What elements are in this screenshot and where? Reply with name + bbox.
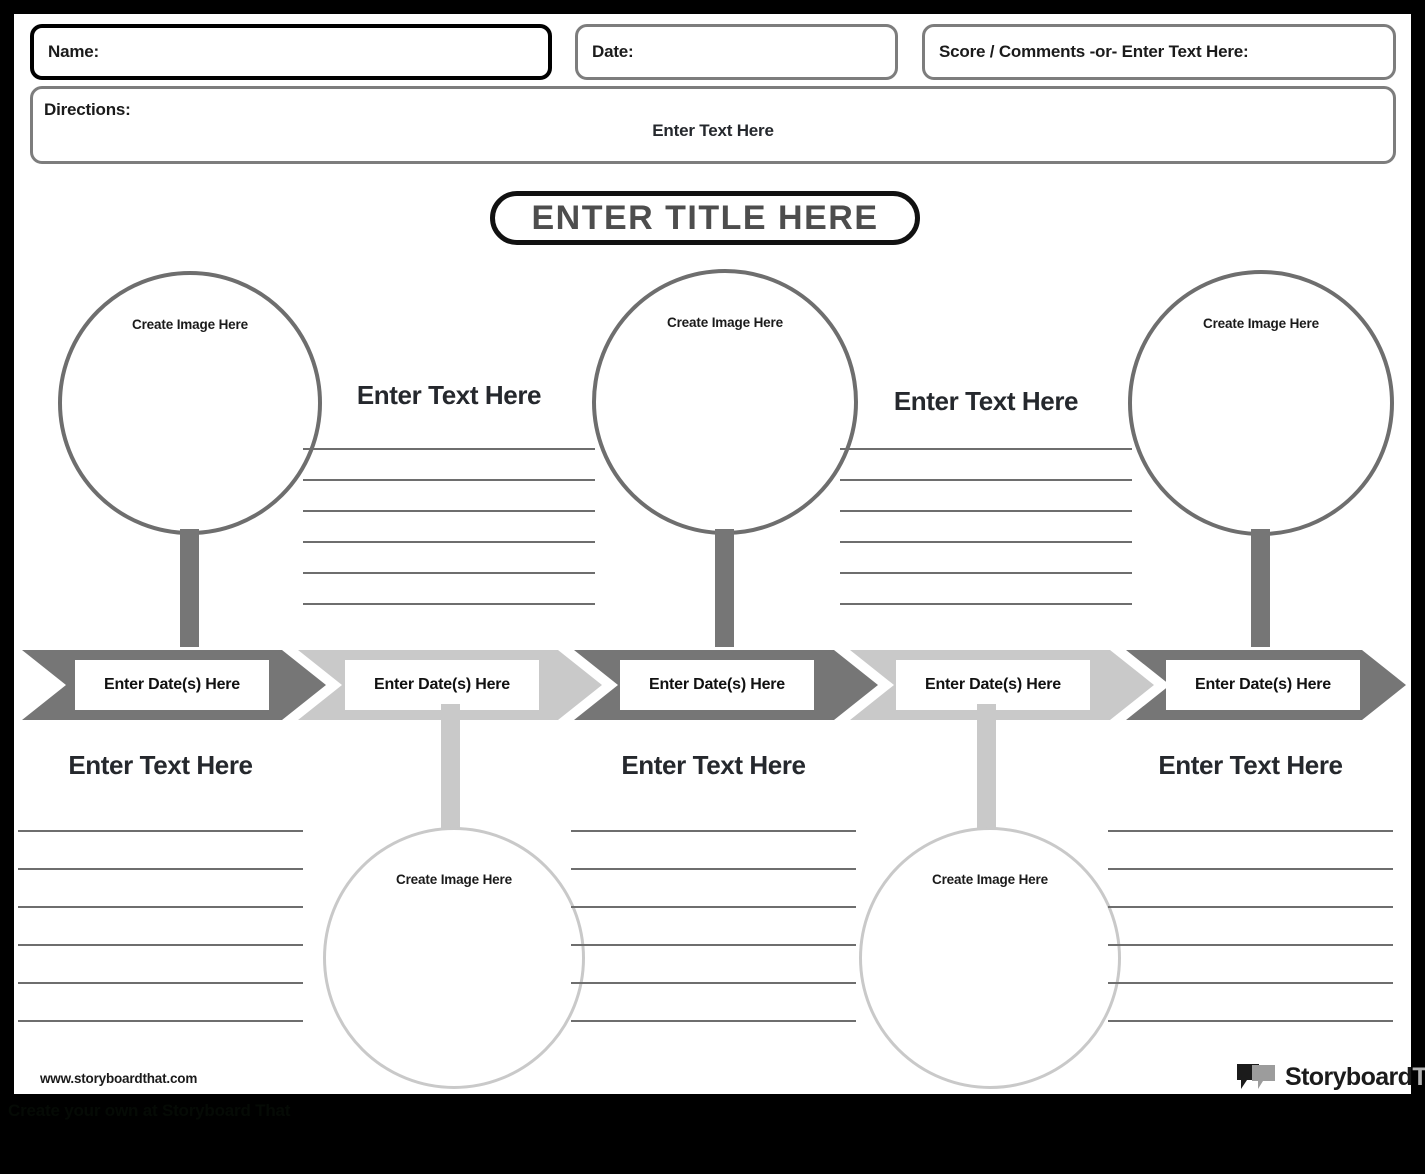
rule-line [1108,868,1393,870]
directions-label: Directions: [44,100,131,119]
date-field[interactable]: Date: [575,24,898,80]
top-circle-1[interactable]: Create Image Here [58,271,322,535]
rule-line [840,510,1132,512]
timeline-date-box-5[interactable]: Enter Date(s) Here [1166,660,1360,710]
rule-line [303,479,595,481]
bottom-textblock-1[interactable]: Enter Text Here [18,750,303,1022]
rule-line [303,572,595,574]
header-fields-row: Name: Date: Score / Comments -or- Enter … [30,24,1396,80]
top-stem-1 [180,529,199,647]
bottom-circle-1[interactable]: Create Image Here [323,827,585,1089]
logo-word-that: That [1412,1062,1425,1091]
rule-line [571,906,856,908]
top-textblock-1-lines [303,448,595,605]
rule-line [303,603,595,605]
bottom-circle-1-caption: Create Image Here [395,872,512,887]
bottom-stem-1 [441,704,460,829]
rule-line [571,944,856,946]
rule-line [840,448,1132,450]
rule-line [303,448,595,450]
top-circle-2-caption: Create Image Here [666,315,783,330]
timeline-band: Enter Date(s) Here Enter Date(s) Here En… [14,642,1411,728]
name-field-label: Name: [48,42,99,61]
rule-line [1108,906,1393,908]
top-textblock-2-lines [840,448,1132,605]
bottom-textblock-2[interactable]: Enter Text Here [571,750,856,1022]
rule-line [840,603,1132,605]
rule-line [571,830,856,832]
footer-url[interactable]: www.storyboardthat.com [40,1071,198,1086]
name-field[interactable]: Name: [30,24,552,80]
bottom-textblock-2-title: Enter Text Here [621,750,806,780]
rule-line [18,830,303,832]
rule-line [840,541,1132,543]
top-circle-1-caption: Create Image Here [131,317,248,332]
top-stem-3 [1251,529,1270,647]
top-stem-2 [715,529,734,647]
timeline-date-label-1: Enter Date(s) Here [103,676,240,693]
bottom-textblock-2-lines [571,830,856,1022]
page-title: ENTER TITLE HERE [531,198,879,237]
bottom-textblock-3-lines [1108,830,1393,1022]
rule-line [18,906,303,908]
rule-line [18,982,303,984]
top-textblock-2-title: Enter Text Here [893,386,1079,416]
rule-line [18,944,303,946]
rule-line [18,868,303,870]
rule-line [1108,830,1393,832]
timeline-date-label-4: Enter Date(s) Here [924,676,1061,693]
top-textblock-2[interactable]: Enter Text Here [840,386,1132,636]
date-field-label: Date: [592,42,634,61]
bottom-circle-2-caption: Create Image Here [931,872,1048,887]
top-textblock-1-title: Enter Text Here [356,380,542,410]
directions-placeholder: Enter Text Here [652,121,774,140]
bottom-stem-2 [977,704,996,829]
rule-line [18,1020,303,1022]
top-textblock-1[interactable]: Enter Text Here [303,380,595,630]
rule-line [1108,1020,1393,1022]
directions-field[interactable]: Directions: Enter Text Here [30,86,1396,164]
speech-bubbles-icon [1237,1064,1275,1089]
bottom-textblock-3[interactable]: Enter Text Here [1108,750,1393,1022]
rule-line [840,479,1132,481]
top-circle-3[interactable]: Create Image Here [1128,270,1394,536]
rule-line [1108,944,1393,946]
rule-line [840,572,1132,574]
score-comments-field[interactable]: Score / Comments -or- Enter Text Here: [922,24,1396,80]
score-comments-label: Score / Comments -or- Enter Text Here: [939,42,1249,61]
timeline-date-label-5: Enter Date(s) Here [1194,676,1331,693]
rule-line [571,868,856,870]
rule-line [571,982,856,984]
timeline-date-box-4[interactable]: Enter Date(s) Here [896,660,1090,710]
top-circle-2[interactable]: Create Image Here [592,269,858,535]
rule-line [303,541,595,543]
logo-word-storyboard: Storyboard [1285,1062,1413,1091]
rule-line [571,1020,856,1022]
timeline-date-box-3[interactable]: Enter Date(s) Here [620,660,814,710]
rule-line [303,510,595,512]
bottom-textblock-3-title: Enter Text Here [1158,750,1343,780]
top-circle-3-caption: Create Image Here [1202,316,1319,331]
title-banner[interactable]: ENTER TITLE HERE [490,191,920,245]
timeline-date-label-2: Enter Date(s) Here [373,676,510,693]
timeline-date-box-2[interactable]: Enter Date(s) Here [345,660,539,710]
bottom-caption: Create your own at Storyboard That [8,1101,291,1120]
bottom-textblock-1-lines [18,830,303,1022]
timeline-date-box-1[interactable]: Enter Date(s) Here [75,660,269,710]
timeline-date-label-3: Enter Date(s) Here [648,676,785,693]
rule-line [1108,982,1393,984]
bottom-textblock-1-title: Enter Text Here [68,750,253,780]
worksheet-sheet: Name: Date: Score / Comments -or- Enter … [14,14,1425,1094]
bottom-circle-2[interactable]: Create Image Here [859,827,1121,1089]
